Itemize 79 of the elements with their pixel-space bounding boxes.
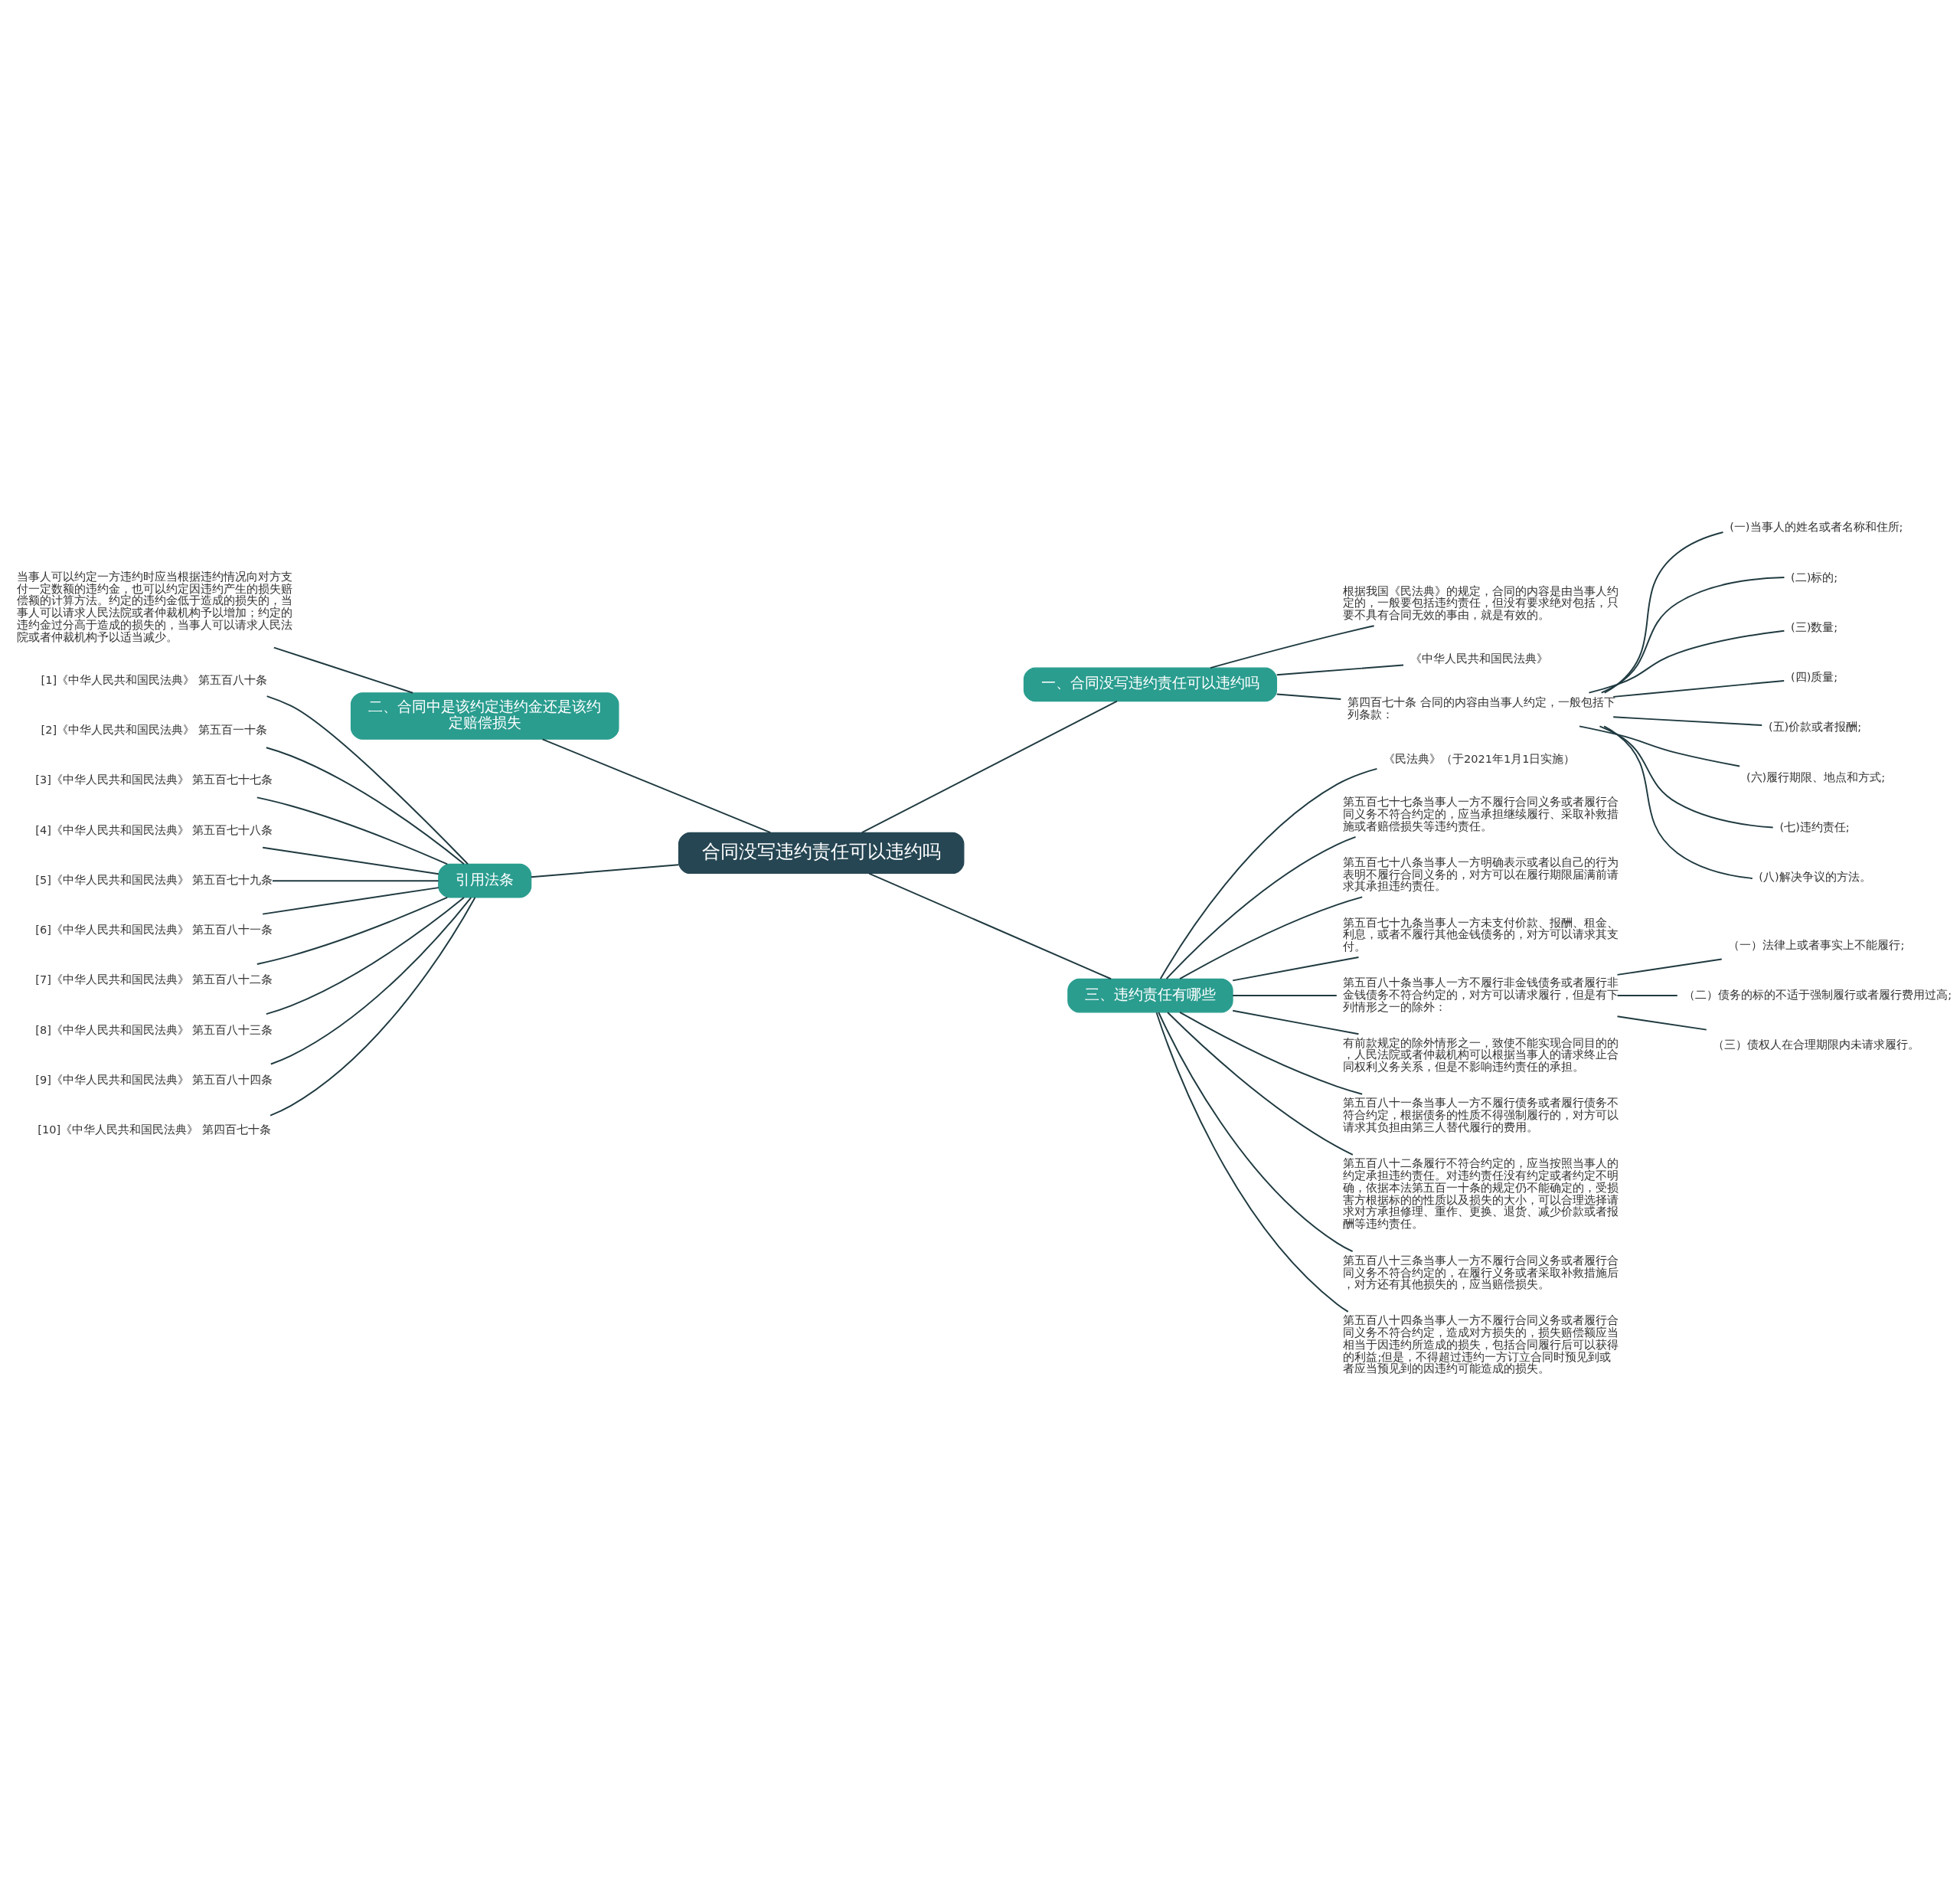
- connector: [1276, 693, 1342, 700]
- connector: [1600, 576, 1785, 694]
- node-text: [3]《中华人民共和国民法典》 第五百七十七条: [35, 773, 273, 786]
- node-box: 引用法条: [438, 863, 532, 898]
- connector: [273, 646, 414, 694]
- node-text: 《民法典》（于2021年1月1日实施）: [1383, 752, 1576, 765]
- connector: [265, 896, 465, 1015]
- connector: [1588, 629, 1785, 694]
- node-text: [2]《中华人民共和国民法典》 第五百一十条: [41, 723, 267, 736]
- connector: [1612, 679, 1785, 698]
- node-text: 当事人可以约定一方违约时应当根据违约情况向对方支付一定数额的违约金，也可以约定因违约产生的损失赔偿额的计算方法。约定的违约金低于造成的损失的，当事人可以请求人民法院或者仲裁机构予以增加；约定的违约金过分高于造成的损失的，当事人可以请求人民法院或者仲裁机构予以适当减少。: [17, 570, 293, 643]
- connector: [541, 737, 772, 833]
- connector: [1179, 1011, 1364, 1095]
- node-text: 第五百八十三条当事人一方不履行合同义务或者履行合同义务不符合约定的，在履行义务或者采取补救措施后，对方还有其他损失的，应当赔偿损失。: [1343, 1254, 1619, 1290]
- connector: [1603, 724, 1753, 879]
- node-text: (八)解决争议的方法。: [1759, 870, 1871, 883]
- node-text: 第五百七十七条当事人一方不履行合同义务或者履行合同义务不符合约定的，应当承担继续履行、采取补救措施或者赔偿损失等违约责任。: [1343, 795, 1619, 832]
- node-text: 《中华人民共和国民法典》: [1410, 652, 1548, 665]
- node-text: [6]《中华人民共和国民法典》 第五百八十一条: [35, 923, 273, 936]
- node-text: 第五百七十八条当事人一方明确表示或者以自己的行为表明不履行合同义务的，对方可以在履行期限届满前请求其承担违约责任。: [1343, 855, 1619, 892]
- node-text: (七)违约责任;: [1779, 820, 1850, 833]
- connector: [262, 846, 439, 875]
- node-text: [10]《中华人民共和国民法典》 第四百七十条: [38, 1123, 271, 1136]
- node-text: [7]《中华人民共和国民法典》 第五百八十二条: [35, 973, 273, 986]
- node-text: 第五百八十四条当事人一方不履行合同义务或者履行合同义务不符合约定，造成对方损失的，损失赔偿额应当相当于因违约所造成的损失，包括合同履行后可以获得的利益;但是，不得超过违约一方订立合同时预见到或者应当预见到的因违约可能造成的损失。: [1343, 1313, 1619, 1375]
- node-text: （三）债权人在合理期限内未请求履行。: [1713, 1038, 1920, 1051]
- connector: [1616, 994, 1678, 996]
- node-text: [1]《中华人民共和国民法典》 第五百八十条: [41, 673, 267, 686]
- connector: [1167, 1011, 1354, 1156]
- connector: [1578, 724, 1741, 767]
- node-box: 二、合同中是该约定违约金还是该约定赔偿损失: [350, 692, 619, 740]
- connector: [1603, 531, 1724, 694]
- node-box: 一、合同没写违约责任可以违约吗: [1023, 667, 1278, 701]
- node-text: (五)价款或者报酬;: [1768, 720, 1862, 733]
- node-text: (六)履行期限、地点和方式;: [1746, 770, 1886, 783]
- connector: [1165, 835, 1357, 979]
- node-text: (二)标的;: [1790, 571, 1838, 584]
- node-text: 第五百八十一条当事人一方不履行债务或者履行债务不符合约定，根据债务的性质不得强制履行的，对方可以请求其负担由第三人替代履行的费用。: [1343, 1096, 1619, 1133]
- connector: [266, 695, 469, 865]
- connector: [868, 872, 1112, 979]
- connector: [530, 863, 680, 878]
- connector: [1599, 724, 1774, 829]
- connector: [272, 879, 439, 881]
- connector: [1155, 1011, 1349, 1313]
- connector: [270, 896, 476, 1116]
- connector: [256, 896, 449, 965]
- node-text: 有前款规定的除外情形之一，致使不能实现合同目的的，人民法院或者仲裁机构可以根据当事人的请求终止合同权利义务关系，但是不影响违约责任的承担。: [1343, 1036, 1619, 1073]
- connector: [256, 796, 449, 865]
- connector: [861, 700, 1118, 833]
- connector: [1616, 1015, 1707, 1031]
- node-text: [5]《中华人民共和国民法典》 第五百七十九条: [35, 873, 273, 886]
- connector: [1276, 664, 1404, 675]
- node-text: 根据我国《民法典》的规定，合同的内容是由当事人约定的，一般要包括违约责任，但没有要求绝对包括，只要不具有合同无效的事由，就是有效的。: [1343, 584, 1619, 621]
- node-text: 第五百八十条当事人一方不履行非金钱债务或者履行非金钱债务不符合约定的，对方可以请求履行，但是有下列情形之一的除外：: [1343, 976, 1619, 1013]
- connector: [265, 746, 465, 865]
- node-text: [9]《中华人民共和国民法典》 第五百八十四条: [35, 1073, 273, 1086]
- connector: [1616, 958, 1723, 976]
- connector: [262, 886, 439, 915]
- node-text: 第五百八十二条履行不符合约定的，应当按照当事人的约定承担违约责任。对违约责任没有约定或者约定不明确，依据本法第五百一十条的规定仍不能确定的，受损害方根据标的的性质以及损失的大小，可以合理选择请求对方承担修理、重作、更换、退货、减少价款或者报酬等违约责任。: [1343, 1156, 1619, 1230]
- connector: [270, 896, 472, 1064]
- node-text: 第四百七十条 合同的内容由当事人约定，一般包括下列条款：: [1347, 695, 1615, 721]
- connector: [1158, 1011, 1354, 1252]
- node-text: （二）债务的标的不适于强制履行或者履行费用过高;: [1684, 988, 1952, 1001]
- node-text: 第五百七十九条当事人一方未支付价款、报酬、租金、利息，或者不履行其他金钱债务的，对方可以请求其支付。: [1343, 916, 1619, 953]
- node-text: [4]《中华人民共和国民法典》 第五百七十八条: [35, 823, 273, 836]
- node-text: [8]《中华人民共和国民法典》 第五百八十三条: [35, 1023, 273, 1036]
- connector: [1159, 767, 1378, 979]
- node-text: (三)数量;: [1790, 620, 1838, 633]
- connector: [1209, 624, 1375, 669]
- connector: [1232, 956, 1360, 981]
- node-text: （一）法律上或者事实上不能履行;: [1728, 938, 1905, 951]
- node-text: (四)质量;: [1790, 670, 1838, 683]
- node-box: 三、违约责任有哪些: [1067, 978, 1233, 1012]
- connector: [1232, 1009, 1360, 1035]
- node-text: (一)当事人的姓名或者名称和住所;: [1730, 520, 1903, 533]
- connector: [1612, 715, 1763, 726]
- node-box: 合同没写违约责任可以违约吗: [678, 832, 965, 874]
- connector: [1179, 895, 1364, 979]
- connector: [1232, 994, 1338, 996]
